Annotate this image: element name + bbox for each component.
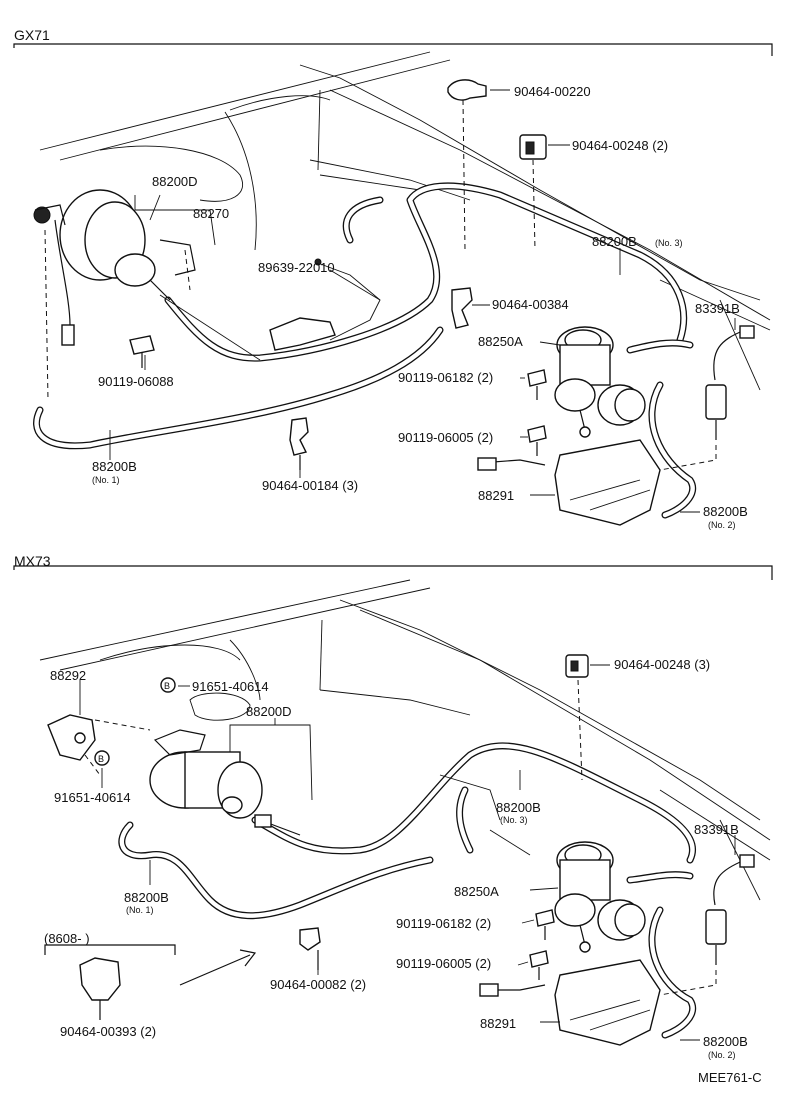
clip-00184 <box>289 417 309 470</box>
label-88200d-mx73: 88200D <box>246 704 292 719</box>
hose-lines-gx71 <box>33 182 696 519</box>
bolt-06088 <box>129 335 155 368</box>
label-90464-00184: 90464-00184 (3) <box>262 478 358 493</box>
bracket-88291-mx73 <box>479 959 661 1046</box>
label-83391b-mx73: 83391B <box>694 822 739 837</box>
label-88200d: 88200D <box>152 174 198 189</box>
nut-40614: B B <box>94 677 176 766</box>
label-90119-06005-mx73: 90119-06005 (2) <box>396 956 491 971</box>
sensor-83391b-gx71 <box>659 325 755 471</box>
label-88250a: 88250A <box>478 334 523 349</box>
cable-89639 <box>269 258 381 351</box>
label-89639-22010: 89639-22010 <box>258 260 335 275</box>
mark-b-40614b: B <box>98 754 104 764</box>
label-88200b-no1-sub: (No. 1) <box>92 475 120 485</box>
label-90464-00220: 90464-00220 <box>514 84 591 99</box>
bolt-06182-mx73 <box>535 909 555 940</box>
label-88200b-no3: 88200B <box>592 234 637 249</box>
label-90119-06182: 90119-06182 (2) <box>398 370 493 385</box>
vacuum-actuator-mx73 <box>149 729 301 836</box>
section-title-mx73: MX73 <box>14 553 51 569</box>
label-83391b: 83391B <box>695 301 740 316</box>
section-gx71: GX71 <box>13 27 773 530</box>
label-88270: 88270 <box>193 206 229 221</box>
valve-88250a-mx73 <box>554 841 646 953</box>
label-90464-00248: 90464-00248 (2) <box>572 138 668 153</box>
label-91651-40614-b: 91651-40614 <box>54 790 131 805</box>
clip-00248 <box>519 134 547 251</box>
label-88200b-no1: 88200B <box>92 459 137 474</box>
vacuum-actuator-gx71 <box>33 189 196 401</box>
label-88200b-no3-sub-mx73: (No. 3) <box>500 815 528 825</box>
bolt-06182-gx71 <box>527 369 547 400</box>
label-88200b-no1-sub-mx73: (No. 1) <box>126 905 154 915</box>
clip-00384 <box>451 287 473 329</box>
label-91651-40614-a: 91651-40614 <box>192 679 269 694</box>
label-88292: 88292 <box>50 668 86 683</box>
section-mx73: MX73 <box>13 553 773 1060</box>
label-88200b-no2-mx73: 88200B <box>703 1034 748 1049</box>
label-90119-06005: 90119-06005 (2) <box>398 430 493 445</box>
footer-code: MEE761-C <box>698 1070 762 1085</box>
label-88200b-no2-sub: (No. 2) <box>708 520 736 530</box>
clip-00220 <box>447 79 487 251</box>
body-panel-lines-mx73 <box>39 579 771 901</box>
label-88200b-no2: 88200B <box>703 504 748 519</box>
section-title-gx71: GX71 <box>14 27 50 43</box>
label-88200b-no3-mx73: 88200B <box>496 800 541 815</box>
valve-88250a-gx71 <box>554 326 646 438</box>
label-90464-00248-mx73: 90464-00248 (3) <box>614 657 710 672</box>
label-88291-mx73: 88291 <box>480 1016 516 1031</box>
bracket-88291-gx71 <box>477 439 661 526</box>
label-88200b-no2-sub-mx73: (No. 2) <box>708 1050 736 1060</box>
mark-b-40614a: B <box>164 681 170 691</box>
label-88291: 88291 <box>478 488 514 503</box>
label-90464-00082: 90464-00082 (2) <box>270 977 366 992</box>
inset-8608 <box>44 944 257 1020</box>
leader-lines-gx71 <box>109 89 736 513</box>
label-90119-06088: 90119-06088 <box>98 374 174 389</box>
label-90464-00384: 90464-00384 <box>492 297 569 312</box>
label-8608: (8608- ) <box>44 931 90 946</box>
bolt-06005-mx73 <box>529 950 549 980</box>
section-bracket-mx73 <box>13 565 773 580</box>
clip-00248-mx73 <box>565 654 589 781</box>
label-90464-00393: 90464-00393 (2) <box>60 1024 156 1039</box>
sensor-83391b-mx73 <box>659 854 755 996</box>
bracket-88292 <box>47 714 151 776</box>
label-88200b-no3-sub: (No. 3) <box>655 238 683 248</box>
hose-lines-mx73 <box>118 742 696 1039</box>
section-bracket-gx71 <box>13 43 773 56</box>
leader-lines-mx73 <box>79 664 736 1041</box>
label-88200b-no1-mx73: 88200B <box>124 890 169 905</box>
clip-00082 <box>299 927 321 970</box>
label-90119-06182-mx73: 90119-06182 (2) <box>396 916 491 931</box>
bolt-06005-gx71 <box>527 425 547 456</box>
label-88250a-mx73: 88250A <box>454 884 499 899</box>
